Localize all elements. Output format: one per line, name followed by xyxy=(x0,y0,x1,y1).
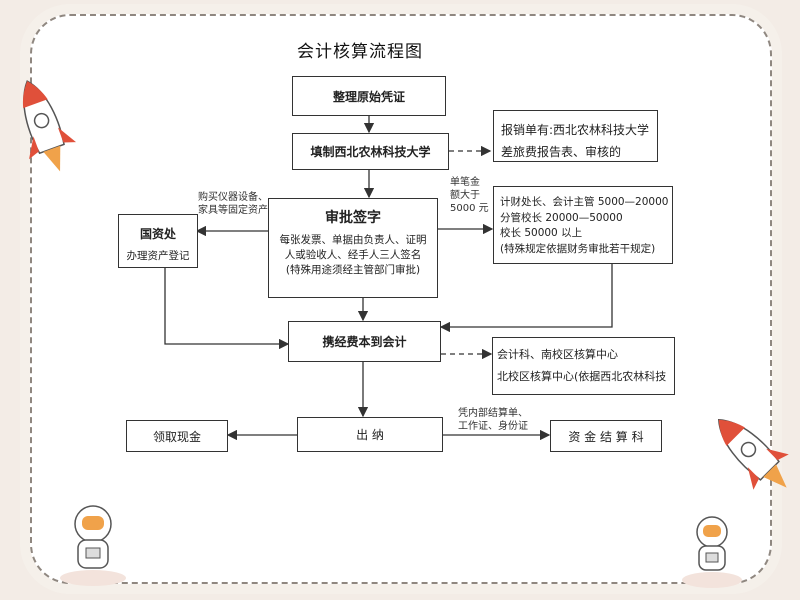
approval-line: 每张发票、单据由负责人、证明 xyxy=(279,234,427,246)
approval-levels-box: 计财处长、会计主管 5000—20000 分管校长 20000—50000 校长… xyxy=(493,186,673,264)
threshold-note-line: 额大于 xyxy=(450,190,480,201)
approval-box: 审批签字 每张发票、单据由负责人、证明 人或验收人、经手人三人签名 (特殊用途须… xyxy=(268,198,438,298)
accounting-section-line: 会计科、南校区核算中心 xyxy=(497,348,618,361)
fill-form-label: 填制西北农林科技大学 xyxy=(310,145,431,159)
report-form-label: 报销单有:西北农林科技大学差旅费报告表、审核的 xyxy=(501,123,650,159)
accounting-sections-box: 会计科、南校区核算中心 北校区核算中心(依据西北农林科技 xyxy=(492,337,675,395)
collect-cash-label: 领取现金 xyxy=(152,429,201,444)
report-form-box: 报销单有:西北农林科技大学差旅费报告表、审核的 xyxy=(493,110,658,162)
approval-line: 人或验收人、经手人三人签名 xyxy=(284,249,422,261)
arrow-asset-office-to-carry xyxy=(164,268,290,350)
page-title: 会计核算流程图 xyxy=(297,42,423,62)
astronaut-icon xyxy=(60,505,126,586)
collect-cash-box: 领取现金 xyxy=(126,420,228,452)
settlement-docs-note-line: 工作证、身份证 xyxy=(458,421,528,432)
fund-settlement-label: 资 金 结 算 科 xyxy=(568,429,644,444)
approval-level-line: (特殊规定依据财务审批若干规定) xyxy=(500,242,656,255)
rocket-icon xyxy=(717,418,789,490)
cashier-label: 出 纳 xyxy=(356,428,384,442)
asset-office-box: 国资处 办理资产登记 xyxy=(118,214,198,268)
approval-level-line: 计财处长、会计主管 5000—20000 xyxy=(500,196,669,208)
approval-line: (特殊用途须经主管部门审批) xyxy=(285,264,421,276)
threshold-note: 单笔金 额大于 5000 元 xyxy=(450,176,489,215)
carry-to-accounting-label: 携经费本到会计 xyxy=(322,335,407,349)
asset-purchase-note-line: 家具等固定资产 xyxy=(198,205,268,216)
approval-level-line: 分管校长 20000—50000 xyxy=(500,211,623,224)
rocket-icon xyxy=(22,80,77,172)
cashier-box: 出 纳 xyxy=(297,417,443,452)
carry-to-accounting-box: 携经费本到会计 xyxy=(288,321,441,362)
fund-settlement-box: 资 金 结 算 科 xyxy=(550,420,662,452)
approval-level-line: 校长 50000 以上 xyxy=(500,227,583,239)
settlement-docs-note-line: 凭内部结算单、 xyxy=(458,408,528,419)
threshold-note-line: 单笔金 xyxy=(450,177,480,188)
organize-vouchers-label: 整理原始凭证 xyxy=(332,89,405,104)
accounting-section-line: 北校区核算中心(依据西北农林科技 xyxy=(497,370,667,383)
organize-vouchers-box: 整理原始凭证 xyxy=(292,76,446,116)
asset-office-sub: 办理资产登记 xyxy=(126,250,190,262)
asset-office-title: 国资处 xyxy=(139,227,176,241)
settlement-docs-note: 凭内部结算单、 工作证、身份证 xyxy=(458,407,528,433)
astronaut-icon xyxy=(682,516,742,588)
asset-purchase-note-line: 购买仪器设备、 xyxy=(198,192,268,203)
asset-purchase-note: 购买仪器设备、 家具等固定资产 xyxy=(198,191,268,217)
threshold-note-line: 5000 元 xyxy=(450,203,489,214)
approval-title: 审批签字 xyxy=(325,210,381,226)
arrow-levels-to-carry xyxy=(439,264,613,333)
fill-form-box: 填制西北农林科技大学 xyxy=(292,133,449,170)
